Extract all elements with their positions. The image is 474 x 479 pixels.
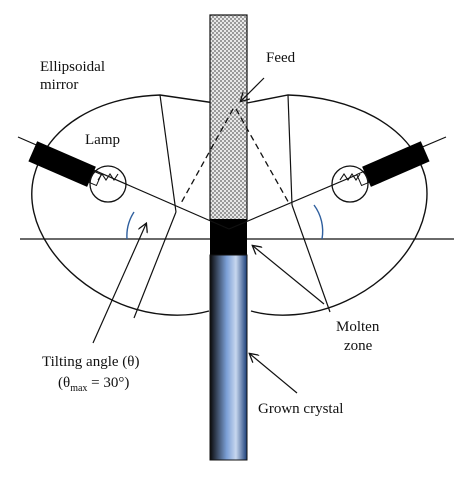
theta-max-label: (θmax = 30°)	[58, 375, 129, 394]
molten-zone-arrow	[253, 246, 325, 305]
tilt-angle-arrow	[92, 224, 146, 344]
molten-zone-label-line1: Molten	[336, 319, 380, 335]
left-light-path-dashed	[179, 108, 234, 206]
grown-crystal-label: Grown crystal	[258, 401, 343, 417]
molten-zone-label-line2: zone	[344, 338, 373, 354]
grown-crystal-arrow	[250, 354, 298, 394]
molten-zone	[210, 219, 247, 255]
left-lower-reflection-line	[133, 211, 177, 319]
feed-arrow	[241, 77, 265, 101]
ellipsoidal-mirror-label-line1: Ellipsoidal	[40, 59, 105, 75]
tilting-angle-label: Tilting angle (θ)	[42, 354, 139, 370]
left-tilt-angle-arc	[126, 211, 135, 240]
left-lamp	[28, 141, 127, 203]
ellipsoidal-mirror-label-line2: mirror	[40, 77, 78, 93]
grown-crystal-rod	[209, 254, 248, 461]
lamp-label: Lamp	[85, 132, 120, 148]
left-ellipsoidal-mirror	[31, 94, 216, 316]
right-lamp	[331, 141, 430, 203]
right-lower-reflection-line	[291, 204, 331, 313]
right-light-path-dashed	[235, 108, 291, 206]
left-mirror-inner-edge	[159, 94, 177, 213]
right-ellipsoidal-mirror	[246, 94, 428, 316]
feed-label: Feed	[266, 50, 296, 66]
right-tilt-angle-arc	[313, 204, 324, 240]
right-mirror-inner-edge	[287, 94, 293, 206]
